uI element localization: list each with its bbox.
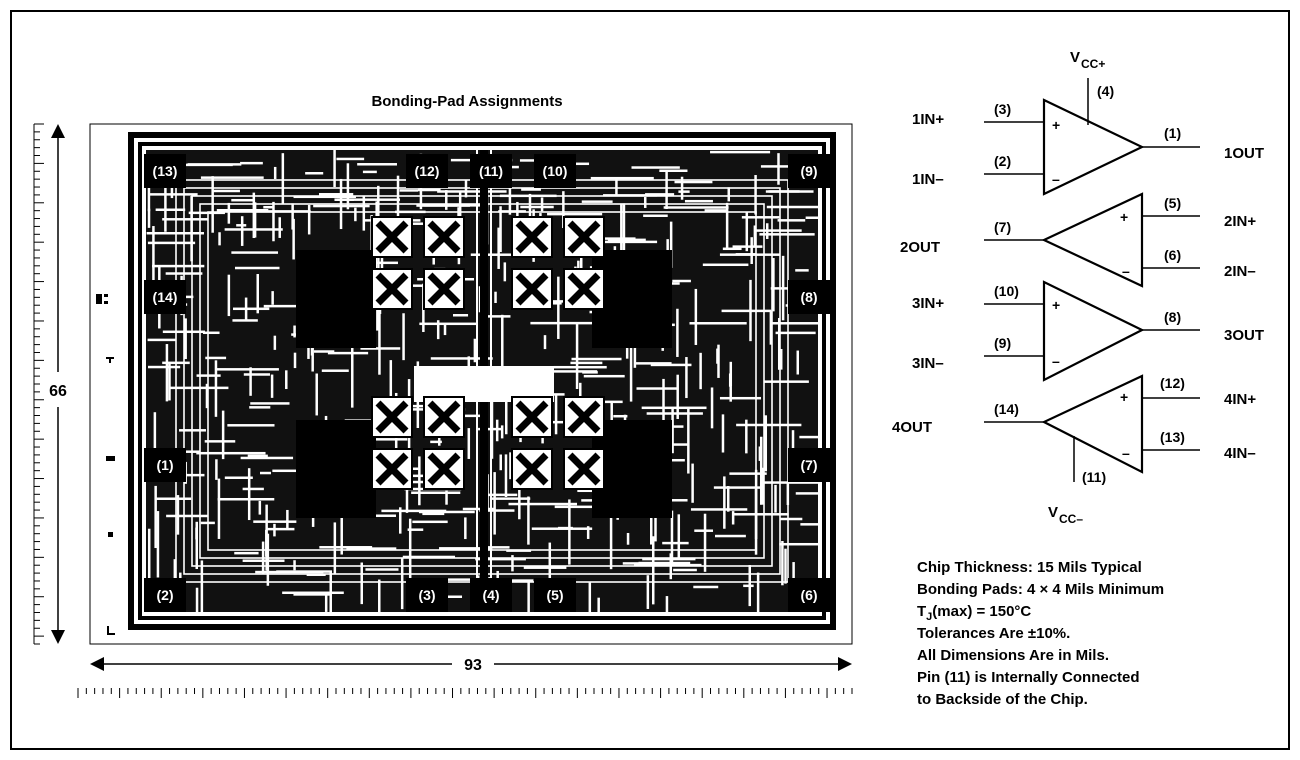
bonding-pad-label: (3) — [418, 587, 435, 603]
vcc-plus-sub: CC+ — [1081, 57, 1105, 71]
figure-frame: Bonding-Pad Assignments 66 93 — [10, 10, 1290, 750]
note-pin11-a: Pin (11) is Internally Connected — [917, 669, 1140, 686]
amp1-in-minus-pin: (2) — [994, 153, 1011, 169]
amp1-out: 1OUT — [1224, 145, 1264, 162]
amp2-plus-sign: + — [1120, 209, 1128, 225]
bonding-pad-label: (14) — [153, 289, 178, 305]
bonding-pad-label: (8) — [800, 289, 817, 305]
bonding-pad: (6) — [788, 578, 830, 612]
amp4-minus-sign: – — [1122, 445, 1130, 461]
amp2-triangle — [1041, 192, 1144, 288]
amp1-in-plus: 1IN+ — [912, 111, 944, 128]
bonding-pad-label: (11) — [479, 163, 503, 179]
vcc-plus-main: V — [1070, 49, 1080, 66]
amp3-in-minus-pin: (9) — [994, 335, 1011, 351]
bonding-pad: (1) — [144, 448, 186, 482]
transistor-cells — [371, 216, 605, 490]
amp2-in-minus-pin: (6) — [1164, 247, 1181, 263]
amp4-plus-sign: + — [1120, 389, 1128, 405]
bonding-pad: (4) — [470, 578, 512, 612]
bonding-pad: (12) — [406, 154, 448, 188]
height-label: 66 — [49, 383, 67, 400]
note-tj: TJ(max) = 150°C — [917, 603, 1031, 623]
amp4-in-plus-pin: (12) — [1160, 375, 1185, 391]
bonding-pad: (14) — [144, 280, 186, 314]
amp4-in-minus-pin: (13) — [1160, 429, 1185, 445]
left-ruler — [33, 123, 44, 645]
bonding-pad: (3) — [406, 578, 448, 612]
amp4-in-plus: 4IN+ — [1224, 391, 1256, 408]
note-pin11-b: to Backside of the Chip. — [917, 691, 1088, 708]
vcc-plus-pin: (4) — [1097, 83, 1114, 99]
amp2-out: 2OUT — [900, 239, 940, 256]
bonding-pad-label: (4) — [482, 587, 499, 603]
amp3-plus-sign: + — [1052, 297, 1060, 313]
bonding-pad-label: (1) — [156, 457, 173, 473]
figure-title: Bonding-Pad Assignments — [371, 93, 562, 110]
amp1-in-plus-pin: (3) — [994, 101, 1011, 117]
amp1-out-pin: (1) — [1164, 125, 1181, 141]
bonding-pad: (8) — [788, 280, 830, 314]
amp3-in-minus: 3IN– — [912, 355, 944, 372]
amp1-minus-sign: – — [1052, 171, 1060, 187]
chip-notes: Chip Thickness: 15 Mils Typical Bonding … — [917, 559, 1164, 708]
width-dimension: 93 — [90, 657, 852, 674]
bottom-ruler — [77, 688, 853, 698]
bonding-pad-label: (13) — [153, 163, 178, 179]
bonding-pad-label: (6) — [800, 587, 817, 603]
bonding-pad: (9) — [788, 154, 830, 188]
bonding-pad-label: (10) — [543, 163, 568, 179]
amp3-minus-sign: – — [1052, 353, 1060, 369]
note-pads: Bonding Pads: 4 × 4 Mils Minimum — [917, 581, 1164, 598]
amp1-plus-sign: + — [1052, 117, 1060, 133]
amp1-in-minus: 1IN– — [912, 171, 944, 188]
note-tolerance: Tolerances Are ±10%. — [917, 625, 1070, 642]
amp3-in-plus-pin: (10) — [994, 283, 1019, 299]
note-thickness: Chip Thickness: 15 Mils Typical — [917, 559, 1142, 576]
bonding-pad: (5) — [534, 578, 576, 612]
die-layout: (13) (12) (11) (10) (9) (14) (8) (1) (7) (2) (3) (4… — [128, 132, 836, 630]
amp2-in-minus: 2IN– — [1224, 263, 1256, 280]
bonding-pad-label: (5) — [546, 587, 563, 603]
amp4-out-pin: (14) — [994, 401, 1019, 417]
die-outline — [89, 123, 853, 645]
bonding-pad: (11) — [470, 154, 512, 188]
width-label: 93 — [464, 657, 482, 674]
amp3-triangle — [1042, 280, 1145, 382]
bonding-pad-label: (9) — [800, 163, 817, 179]
bonding-pads: (13) (12) (11) (10) (9) (14) (8) (1) (7) (2) (3) (4… — [144, 154, 830, 612]
bonding-pad-label: (7) — [800, 457, 817, 473]
bonding-pad-label: (12) — [415, 163, 440, 179]
amp3-out-pin: (8) — [1164, 309, 1181, 325]
vcc-minus-pin: (11) — [1082, 469, 1106, 485]
amp2-minus-sign: – — [1122, 263, 1130, 279]
bonding-pad: (10) — [534, 154, 576, 188]
bonding-pad-label: (2) — [156, 587, 173, 603]
amp4-in-minus: 4IN– — [1224, 445, 1256, 462]
op-amp-schematic: V CC+ (4) 1IN+ (3) 1IN– (2) (1) 1OUT + –… — [892, 49, 1264, 526]
amp1-triangle — [1042, 98, 1145, 196]
vcc-minus-main: V — [1048, 504, 1058, 521]
amp4-out: 4OUT — [892, 419, 932, 436]
bonding-pad: (7) — [788, 448, 830, 482]
note-dimensions: All Dimensions Are in Mils. — [917, 647, 1109, 664]
bonding-pad: (2) — [144, 578, 186, 612]
height-dimension: 66 — [49, 124, 67, 644]
bonding-pad: (13) — [144, 154, 186, 188]
amp3-out: 3OUT — [1224, 327, 1264, 344]
amp2-in-plus: 2IN+ — [1224, 213, 1256, 230]
amp2-in-plus-pin: (5) — [1164, 195, 1181, 211]
vcc-minus-sub: CC– — [1059, 512, 1083, 526]
amp3-in-plus: 3IN+ — [912, 295, 944, 312]
amp4-triangle — [1041, 374, 1144, 474]
amp2-out-pin: (7) — [994, 219, 1011, 235]
bonding-pad-figure: Bonding-Pad Assignments 66 93 — [33, 49, 1264, 708]
alignment-marks — [96, 294, 115, 635]
